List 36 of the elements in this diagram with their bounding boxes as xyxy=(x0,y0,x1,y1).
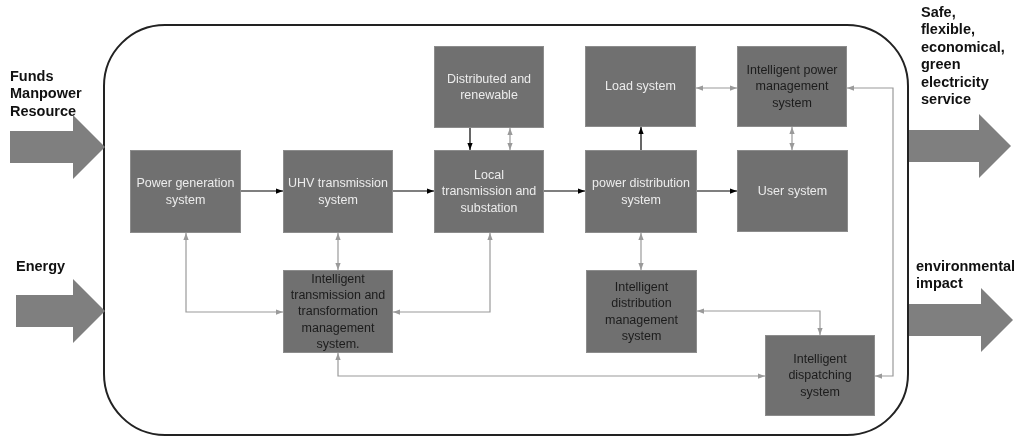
arrow xyxy=(467,127,473,151)
block-arrow xyxy=(909,288,1013,352)
arrow xyxy=(392,232,493,315)
arrow xyxy=(638,232,644,271)
block-arrow xyxy=(16,279,105,343)
flow-label: Safe, flexible, economical, green electricity service xyxy=(921,4,1011,112)
arrow xyxy=(183,232,284,315)
arrow xyxy=(789,126,795,151)
process-box: UHV transmission system xyxy=(283,150,393,233)
arrow xyxy=(507,127,513,151)
arrow xyxy=(695,85,738,91)
process-box: Intelligent dispatching system xyxy=(765,335,875,416)
arrow xyxy=(846,85,894,379)
process-box: Intelligent power management system xyxy=(737,46,847,127)
arrow xyxy=(392,188,435,194)
process-box: Local transmission and substation xyxy=(434,150,544,233)
block-arrow xyxy=(909,114,1011,178)
process-box: Power generation system xyxy=(130,150,241,233)
arrow xyxy=(696,188,738,194)
flow-label: environmental impact xyxy=(916,258,1013,294)
block-arrow xyxy=(10,115,105,179)
arrow xyxy=(638,126,644,151)
process-box: power distribution system xyxy=(585,150,697,233)
process-box: User system xyxy=(737,150,848,232)
process-box: Distributed and renewable xyxy=(434,46,544,128)
arrow xyxy=(335,352,766,379)
system-boundary xyxy=(103,24,909,436)
arrow xyxy=(335,232,341,271)
process-box: Intelligent distribution management system xyxy=(586,270,697,353)
process-box: Intelligent transmission and transformation management system. xyxy=(283,270,393,353)
arrow xyxy=(240,188,284,194)
arrow xyxy=(696,308,823,336)
arrow xyxy=(543,188,586,194)
flow-label: Funds Manpower Resource xyxy=(10,68,102,120)
process-box: Load system xyxy=(585,46,696,127)
flow-label: Energy xyxy=(16,258,86,280)
